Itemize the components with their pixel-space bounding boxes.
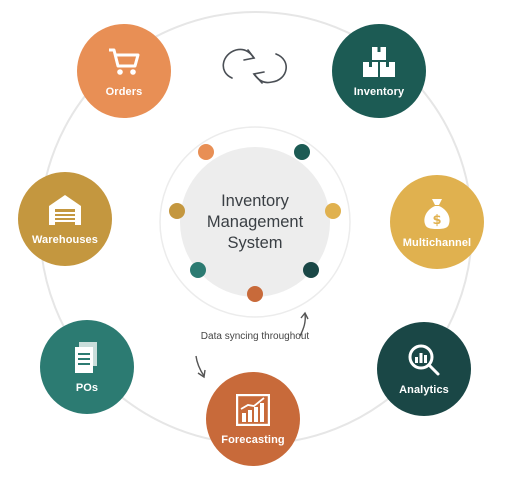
inner-ring [159,126,351,318]
node-warehouses: Warehouses [18,172,112,266]
node-label: POs [75,382,99,394]
dot-gold [325,203,341,219]
node-label: Analytics [399,384,449,396]
sync-loop-icon [222,48,287,84]
warehouse-icon [45,192,85,228]
node-label: Orders [105,86,143,98]
dot-orange [198,144,214,160]
node-orders: Orders [77,24,171,118]
money-bag-icon: $ [417,195,457,231]
dot-mustard [169,203,185,219]
node-label: Inventory [353,86,405,98]
sync-arrow-left-icon [195,355,206,379]
magnifier-chart-icon [404,342,444,378]
node-multichannel: $ Multichannel [390,175,484,269]
sync-arrow-right-icon [299,311,309,337]
bar-chart-icon [233,392,273,428]
node-label: Warehouses [31,234,98,246]
dot-rust [247,286,263,302]
cart-icon [104,44,144,80]
document-icon [67,340,107,376]
node-forecasting: Forecasting [206,372,300,466]
node-pos: POs [40,320,134,414]
center-title: Inventory Management System [206,191,304,252]
node-label: Forecasting [221,434,285,446]
node-analytics: Analytics [377,322,471,416]
sync-caption: Data syncing throughout [200,331,310,342]
dot-dark-green [294,144,310,160]
node-inventory: Inventory [332,24,426,118]
svg-text:$: $ [432,213,441,228]
boxes-icon [359,44,399,80]
dot-teal [190,262,206,278]
dot-dark-teal [303,262,319,278]
node-label: Multichannel [402,237,472,249]
